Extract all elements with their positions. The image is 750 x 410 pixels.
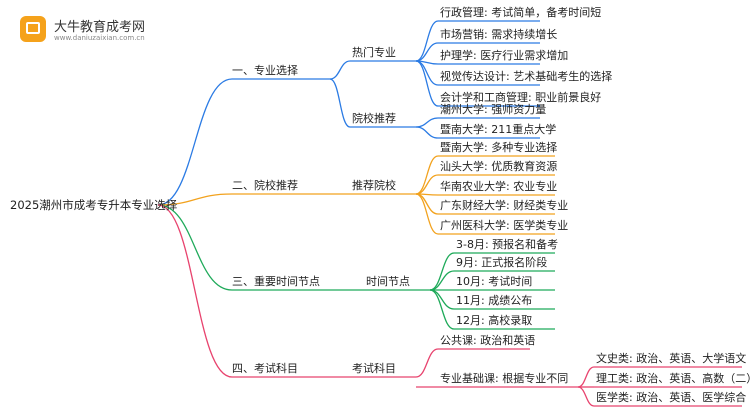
edge-leaf	[429, 252, 455, 291]
leaf: 暨南大学: 211重点大学	[440, 123, 557, 136]
edge-leaf	[429, 289, 455, 310]
branch-3-sub-1: 时间节点	[366, 275, 410, 288]
edge-leaf	[415, 20, 439, 62]
branch-1-label: 一、专业选择	[232, 64, 298, 77]
leaf: 会计学和工商管理: 职业前景良好	[440, 91, 602, 104]
leaf: 3-8月: 预报名和备考	[456, 238, 559, 251]
edge-root-branch-4	[157, 204, 233, 378]
leaf: 潮州大学: 强师资力量	[440, 103, 547, 116]
leaf: 广州医科大学: 医学类专业	[440, 219, 569, 232]
leaf: 专业基础课: 根据专业不同	[440, 372, 569, 385]
edge-subleaf	[577, 366, 595, 388]
branch-3-label: 三、重要时间节点	[232, 275, 320, 288]
branch-4-sub-1: 考试科目	[352, 362, 396, 375]
branch-4-label: 四、考试科目	[232, 362, 298, 375]
branch-1-sub-1: 热门专业	[352, 46, 396, 59]
site-logo: 大牛教育成考网 www.daniuzaixian.com.cn	[10, 12, 160, 52]
branch-2-sub-1: 推荐院校	[352, 179, 396, 192]
leaf: 市场营销: 需求持续增长	[440, 28, 558, 41]
edge-leaf	[415, 174, 439, 195]
logo-url: www.daniuzaixian.com.cn	[54, 34, 145, 42]
book-icon	[20, 16, 46, 42]
branch-1-sub-2: 院校推荐	[352, 112, 396, 125]
leaf: 汕头大学: 优质教育资源	[440, 160, 558, 173]
edge-leaf	[415, 193, 439, 215]
edge-leaf	[429, 270, 455, 291]
leaf: 暨南大学: 多种专业选择	[440, 141, 558, 154]
edge-leaf	[415, 117, 439, 128]
root-node: 2025潮州市成考专升本专业选择	[10, 198, 178, 212]
edge-leaf	[415, 193, 439, 235]
leaf: 12月: 高校录取	[456, 314, 533, 327]
leaf: 华南农业大学: 农业专业	[440, 180, 558, 193]
branch-2-label: 二、院校推荐	[232, 179, 298, 192]
edge-leaf	[415, 60, 439, 107]
leaf: 文史类: 政治、英语、大学语文	[596, 352, 747, 365]
edge-root-branch-2	[157, 193, 233, 206]
logo-title: 大牛教育成考网	[54, 20, 146, 35]
leaf: 10月: 考试时间	[456, 275, 533, 288]
edge-leaf	[415, 126, 439, 139]
leaf: 9月: 正式报名阶段	[456, 256, 548, 269]
leaf: 护理学: 医疗行业需求增加	[440, 49, 569, 62]
leaf: 理工类: 政治、英语、高数（二）	[596, 372, 750, 385]
leaf: 公共课: 政治和英语	[440, 334, 536, 347]
edge-subleaf	[577, 386, 595, 407]
edge-branch-1-sub-2	[329, 78, 351, 128]
edge-root-branch-3	[157, 204, 233, 291]
leaf: 11月: 成绩公布	[456, 294, 533, 307]
leaf: 视觉传达设计: 艺术基础考生的选择	[440, 70, 613, 83]
edge-leaf	[415, 348, 439, 378]
edge-leaf	[415, 155, 439, 195]
edge-branch-1-sub-1	[329, 60, 351, 80]
edge-leaf	[429, 289, 455, 330]
edge-leaf	[415, 42, 439, 62]
edge-root-branch-1	[157, 78, 233, 206]
leaf: 广东财经大学: 财经类专业	[440, 199, 569, 212]
leaf: 行政管理: 考试简单，备考时间短	[440, 6, 602, 19]
leaf: 医学类: 政治、英语、医学综合	[596, 391, 747, 404]
